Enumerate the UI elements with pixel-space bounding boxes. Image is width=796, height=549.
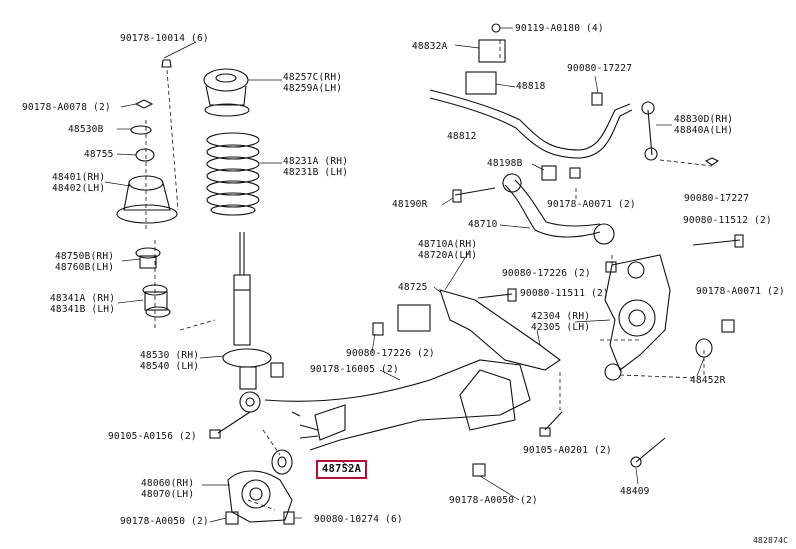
label-48832a: 48832A <box>412 41 448 52</box>
label-48710a-48720a: 48710A(RH)48720A(LH) <box>418 239 478 261</box>
label-90105-a0156: 90105-A0156 (2) <box>108 431 197 442</box>
label-90080-17226-upper: 90080-17226 (2) <box>502 268 591 279</box>
toe-link <box>271 404 346 475</box>
coil-spring <box>206 132 260 216</box>
label-90178-a0050-bottom: 90178-A0050 (2) <box>449 495 538 506</box>
upper-control-arm <box>452 165 744 273</box>
label-48725: 48725 <box>398 282 428 293</box>
label-48710: 48710 <box>468 219 498 230</box>
label-90178-a0071-upper: 90178-A0071 (2) <box>547 199 636 210</box>
label-48190r: 48190R <box>392 199 428 210</box>
label-90080-17227-top: 90080-17227 <box>567 63 633 74</box>
bushing-bracket <box>227 470 293 523</box>
label-48830d-48840a: 48830D(RH)48840A(LH) <box>674 114 734 136</box>
label-90080-11511: 90080-11511 (2) <box>520 288 609 299</box>
figure-id: 482874C <box>753 536 789 545</box>
label-48257c-48259a: 48257C(RH)48259A(LH) <box>283 72 343 94</box>
label-48452r: 48452R <box>690 375 726 386</box>
label-48750b-48760b: 48750B(RH)48760B(LH) <box>55 251 115 273</box>
label-48530b: 48530B <box>68 124 104 135</box>
label-90178-10014: 90178-10014 (6) <box>120 33 209 44</box>
label-48755: 48755 <box>84 149 114 160</box>
upper-spring-seat <box>203 68 250 117</box>
label-90080-17226-lower: 90080-17226 (2) <box>346 348 435 359</box>
label-90178-a0078: 90178-A0078 (2) <box>22 102 111 113</box>
mount-parts <box>116 59 178 318</box>
label-42304-42305: 42304 (RH)42305 (LH) <box>531 311 591 333</box>
label-90080-11512: 90080-11512 (2) <box>683 215 772 226</box>
shock-absorber <box>222 232 272 413</box>
label-90119-a0180: 90119-A0180 (4) <box>515 23 604 34</box>
label-90178-16005: 90178-16005 (2) <box>310 364 399 375</box>
label-48060-48070: 48060(RH)48070(LH) <box>141 478 195 500</box>
label-90178-a0050-left: 90178-A0050 (2) <box>120 516 209 527</box>
bolts <box>209 411 666 525</box>
label-48231a-48231b: 48231A (RH)48231B (LH) <box>283 156 349 178</box>
label-48341a-48341b: 48341A (RH)48341B (LH) <box>50 293 116 315</box>
guide-lines <box>145 40 713 511</box>
label-90080-10274: 90080-10274 (6) <box>314 514 403 525</box>
label-48409: 48409 <box>620 486 650 497</box>
leader-lines <box>104 27 705 523</box>
label-90178-a0071-right: 90178-A0071 (2) <box>696 286 785 297</box>
label-48401-48402: 48401(RH)48402(LH) <box>52 172 106 194</box>
label-48752a-highlighted: 48752A <box>316 460 368 479</box>
label-48812: 48812 <box>447 131 477 142</box>
label-90080-17227-right: 90080-17227 <box>684 193 750 204</box>
label-48198b: 48198B <box>487 158 523 169</box>
steering-knuckle <box>604 254 735 381</box>
label-90105-a0201: 90105-A0201 (2) <box>523 445 612 456</box>
label-48818: 48818 <box>516 81 546 92</box>
label-48530-48540: 48530 (RH)48540 (LH) <box>140 350 200 372</box>
stabilizer-bar <box>429 23 720 166</box>
lower-control-arm <box>264 288 561 451</box>
